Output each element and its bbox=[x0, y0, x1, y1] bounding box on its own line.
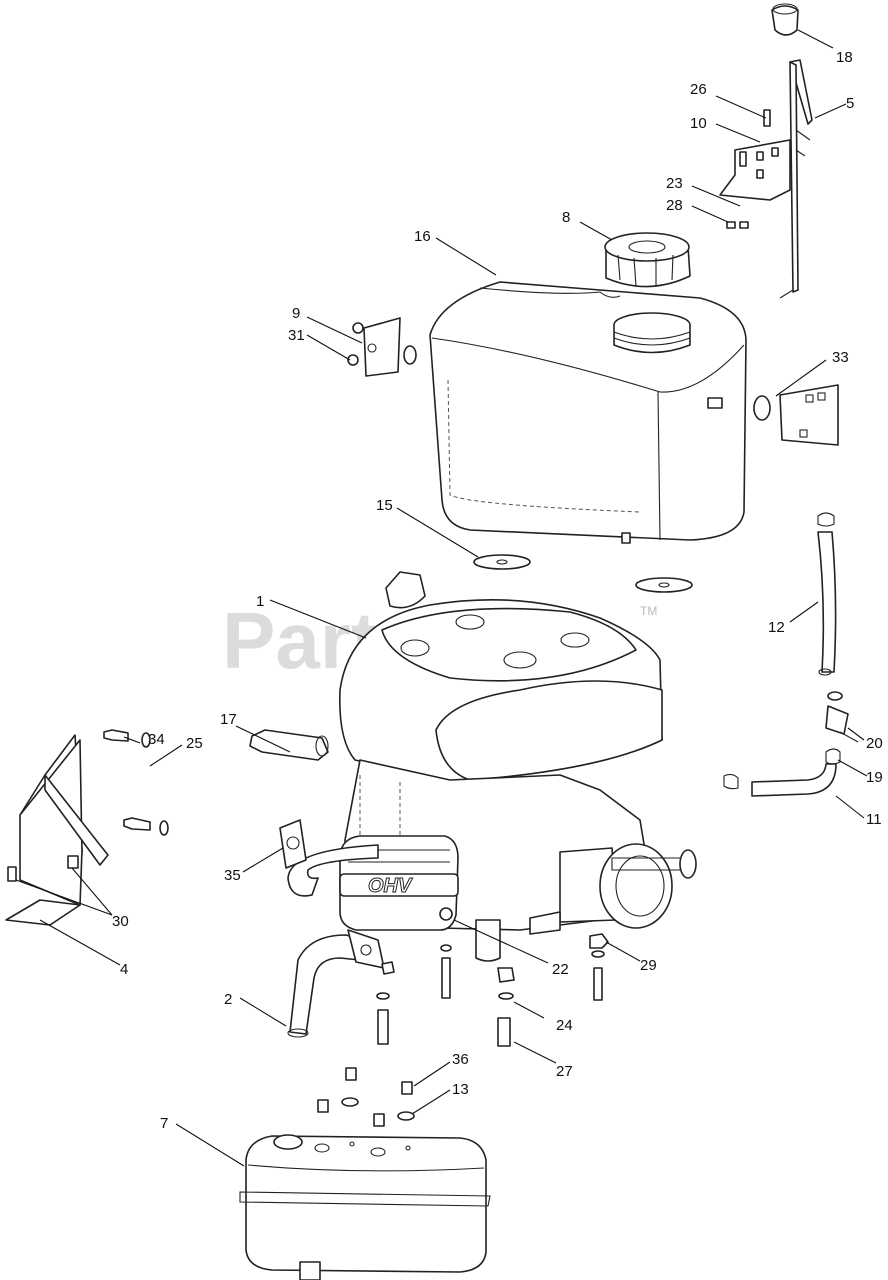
callout-27: 27 bbox=[556, 1063, 573, 1080]
callout-36: 36 bbox=[452, 1051, 469, 1068]
part-hardware-washers-24 bbox=[376, 944, 605, 1000]
callout-35: 35 bbox=[224, 867, 241, 884]
callout-17: 17 bbox=[220, 711, 237, 728]
callout-10: 10 bbox=[690, 115, 707, 132]
callout-20: 20 bbox=[866, 735, 883, 752]
part-bracket bbox=[719, 139, 791, 201]
part-shield bbox=[5, 734, 109, 926]
part-muffler bbox=[239, 1134, 491, 1280]
part-exhaust-pipe bbox=[287, 929, 385, 1038]
part-throttle-lever bbox=[779, 59, 813, 299]
callout-18: 18 bbox=[836, 49, 853, 66]
callout-9: 9 bbox=[292, 305, 300, 322]
callout-25: 25 bbox=[186, 735, 203, 752]
watermark-trademark: TM bbox=[640, 604, 657, 618]
callout-5: 5 bbox=[846, 95, 854, 112]
callout-30: 30 bbox=[112, 913, 129, 930]
part-engine: OHV bbox=[287, 571, 697, 962]
engine-label: OHV bbox=[368, 875, 413, 897]
part-knob bbox=[771, 3, 799, 36]
callout-8: 8 bbox=[562, 209, 570, 226]
part-screw-26 bbox=[739, 109, 771, 167]
part-hardware-bolts-27 bbox=[377, 957, 603, 1047]
callout-22: 22 bbox=[552, 961, 569, 978]
part-hardware-washers-13 bbox=[341, 1097, 415, 1121]
callout-33: 33 bbox=[832, 349, 849, 366]
callout-31: 31 bbox=[288, 327, 305, 344]
part-spacer bbox=[249, 729, 329, 761]
callout-15: 15 bbox=[376, 497, 393, 514]
callout-19: 19 bbox=[866, 769, 883, 786]
part-rubber-pads bbox=[473, 554, 693, 593]
callout-23: 23 bbox=[666, 175, 683, 192]
part-fuel-hose bbox=[723, 748, 841, 797]
leader-lines bbox=[15, 29, 868, 1167]
part-fuel-tank bbox=[429, 281, 747, 544]
part-hardware-nuts-29 bbox=[381, 933, 609, 983]
part-nuts-28 bbox=[726, 221, 749, 229]
part-washers-25 bbox=[141, 732, 169, 836]
part-right-tank-bracket bbox=[753, 384, 839, 446]
callout-1: 1 bbox=[256, 593, 264, 610]
callout-29: 29 bbox=[640, 957, 657, 974]
part-left-tank-bracket bbox=[347, 317, 417, 377]
callout-7: 7 bbox=[160, 1115, 168, 1132]
callout-16: 16 bbox=[414, 228, 431, 245]
part-fuel-filter bbox=[825, 691, 859, 743]
callout-12: 12 bbox=[768, 619, 785, 636]
callout-26: 26 bbox=[690, 81, 707, 98]
callout-13: 13 bbox=[452, 1081, 469, 1098]
callout-labels: 18 5 26 10 23 28 8 16 9 31 33 15 1 12 20… bbox=[112, 49, 883, 1132]
callout-28: 28 bbox=[666, 197, 683, 214]
part-hardware-bolts-36 bbox=[317, 1067, 413, 1127]
part-exhaust-gasket bbox=[279, 819, 307, 869]
part-bolts-34 bbox=[103, 729, 151, 831]
callout-2: 2 bbox=[224, 991, 232, 1008]
part-fuel-line bbox=[817, 512, 837, 676]
part-fuel-cap bbox=[604, 232, 691, 288]
callout-24: 24 bbox=[556, 1017, 573, 1034]
callout-11: 11 bbox=[866, 811, 882, 828]
callout-34: 34 bbox=[148, 731, 165, 748]
callout-4: 4 bbox=[120, 961, 128, 978]
